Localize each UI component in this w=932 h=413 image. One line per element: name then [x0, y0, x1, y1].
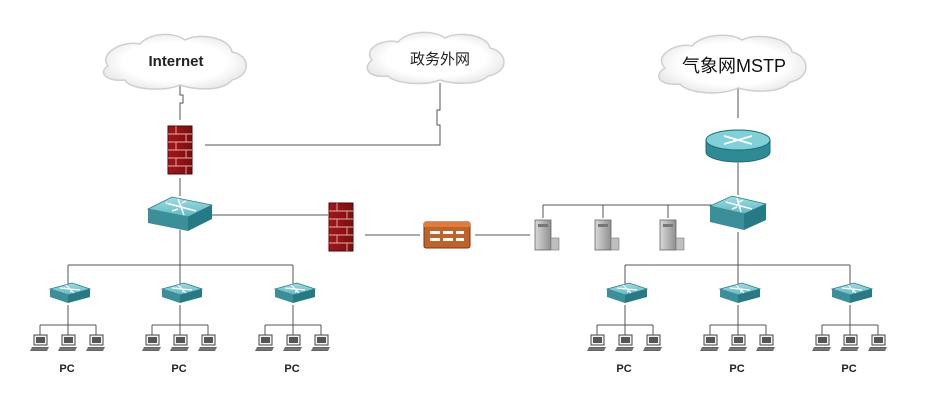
cloud-label-internet: Internet [148, 53, 203, 70]
pc-label: PC [284, 363, 299, 375]
pc-label: PC [841, 363, 856, 375]
pc-icon [839, 334, 860, 352]
cloud-label-meteo-mstp: 气象网MSTP [682, 56, 786, 76]
server-1 [534, 219, 560, 251]
pc-label: PC [729, 363, 744, 375]
pc-group-left-2: PC [141, 334, 218, 375]
pc-group-right-3: PC [811, 334, 888, 375]
security-gateway [423, 221, 471, 249]
pc-icon [811, 334, 832, 352]
server-3 [659, 219, 685, 251]
pc-icon [867, 334, 888, 352]
access-switch-left-3 [274, 282, 316, 304]
cloud-label-gov-external: 政务外网 [410, 51, 470, 68]
access-switch-right-3 [831, 282, 873, 304]
pc-icon [614, 334, 635, 352]
pc-icon [310, 334, 331, 352]
core-switch-left [146, 196, 214, 231]
firewall-internet [167, 125, 193, 175]
cloud-internet: Internet [102, 33, 247, 90]
pc-group-right-1: PC [586, 334, 663, 375]
pc-icon [85, 334, 106, 352]
cloud-gov-external: 政务外网 [366, 31, 505, 85]
connection-lines [39, 83, 879, 336]
pc-label: PC [59, 363, 74, 375]
pc-icon [586, 334, 607, 352]
access-switch-left-2 [161, 282, 203, 304]
access-switch-right-1 [606, 282, 648, 304]
pc-icon [254, 334, 275, 352]
pc-group-left-3: PC [254, 334, 331, 375]
pc-icon [755, 334, 776, 352]
pc-icon [699, 334, 720, 352]
core-switch-right [708, 195, 768, 230]
pc-icon [141, 334, 162, 352]
server-2 [594, 219, 620, 251]
cloud-meteo-mstp: 气象网MSTP [658, 34, 807, 94]
pc-group-left-1: PC [29, 334, 106, 375]
pc-group-right-2: PC [699, 334, 776, 375]
pc-icon [727, 334, 748, 352]
pc-icon [169, 334, 190, 352]
pc-icon [282, 334, 303, 352]
router-mstp [705, 129, 771, 163]
pc-label: PC [171, 363, 186, 375]
pc-icon [197, 334, 218, 352]
pc-icon [642, 334, 663, 352]
access-switch-right-2 [719, 282, 761, 304]
access-switch-left-1 [49, 282, 91, 304]
pc-icon [29, 334, 50, 352]
pc-label: PC [616, 363, 631, 375]
firewall-internal [328, 202, 354, 252]
pc-icon [57, 334, 78, 352]
